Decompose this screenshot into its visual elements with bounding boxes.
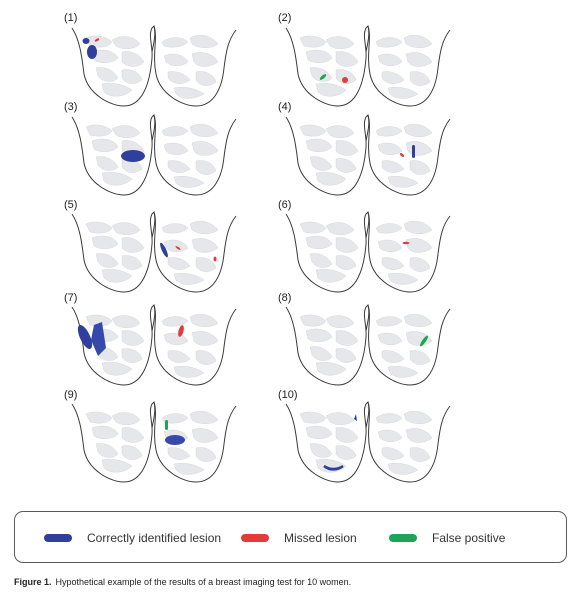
panel-2: (2)	[278, 12, 451, 107]
missed-lesion-swatch	[241, 534, 269, 542]
missed-lesion	[175, 246, 181, 250]
panel-label: (8)	[278, 292, 291, 304]
correct-lesion	[160, 242, 168, 258]
false-positive-lesion	[419, 335, 429, 347]
breast-pair	[71, 401, 237, 483]
false-positive-lesion	[319, 74, 327, 80]
figure-caption: Figure 1.Hypothetical example of the res…	[14, 577, 351, 587]
legend-item-correct: Correctly identified lesion	[44, 512, 221, 564]
legend: Correctly identified lesion Missed lesio…	[14, 511, 567, 563]
panel-10: (10)	[278, 389, 451, 483]
panel-9: (9)	[64, 389, 237, 483]
caption-text: Hypothetical example of the results of a…	[55, 577, 352, 587]
correct-lesion	[412, 145, 415, 158]
correct-lesion	[165, 435, 185, 445]
correct-lesion	[77, 325, 93, 349]
legend-item-missed: Missed lesion	[241, 512, 357, 564]
missed-lesion	[342, 77, 348, 83]
breast-pair	[71, 211, 237, 293]
correct-lesion	[354, 414, 357, 421]
missed-lesion	[399, 153, 405, 157]
legend-label-correct: Correctly identified lesion	[87, 531, 222, 545]
missed-lesion	[402, 241, 410, 245]
panel-label: (2)	[278, 12, 291, 24]
panel-1: (1)	[64, 12, 237, 107]
false-positive-swatch	[389, 534, 417, 542]
correct-lesion	[87, 45, 97, 59]
false-positive-lesion	[165, 420, 168, 430]
breast-pair	[71, 25, 237, 107]
panel-label: (10)	[278, 389, 298, 401]
panel-4: (4)	[278, 101, 451, 196]
legend-item-false-positive: False positive	[389, 512, 505, 564]
missed-lesion	[213, 256, 217, 262]
breast-pair	[71, 114, 237, 196]
correct-lesion	[82, 38, 90, 44]
panel-label: (3)	[64, 101, 77, 113]
correct-lesion	[121, 150, 145, 162]
legend-label-missed: Missed lesion	[284, 531, 357, 545]
correct-lesion-swatch	[44, 534, 72, 542]
breast-pair	[285, 211, 451, 293]
breast-pair	[285, 25, 451, 107]
correct-lesion	[323, 464, 344, 471]
legend-label-false-positive: False positive	[432, 531, 506, 545]
panel-5: (5)	[64, 199, 237, 293]
panel-7: (7)	[64, 292, 237, 386]
panel-label: (5)	[64, 199, 77, 211]
panel-8: (8)	[278, 292, 451, 386]
caption-prefix: Figure 1.	[14, 577, 52, 587]
panel-label: (9)	[64, 389, 77, 401]
correct-lesion	[91, 322, 106, 356]
panel-6: (6)	[278, 199, 451, 293]
panel-label: (4)	[278, 101, 291, 113]
panel-label: (6)	[278, 199, 291, 211]
breast-pair	[285, 114, 451, 196]
panel-label: (7)	[64, 292, 77, 304]
panel-label: (1)	[64, 12, 77, 24]
missed-lesion	[94, 38, 100, 42]
missed-lesion	[178, 325, 184, 337]
breast-pair	[285, 401, 451, 483]
breast-pair	[285, 304, 451, 386]
panel-3: (3)	[64, 101, 237, 196]
